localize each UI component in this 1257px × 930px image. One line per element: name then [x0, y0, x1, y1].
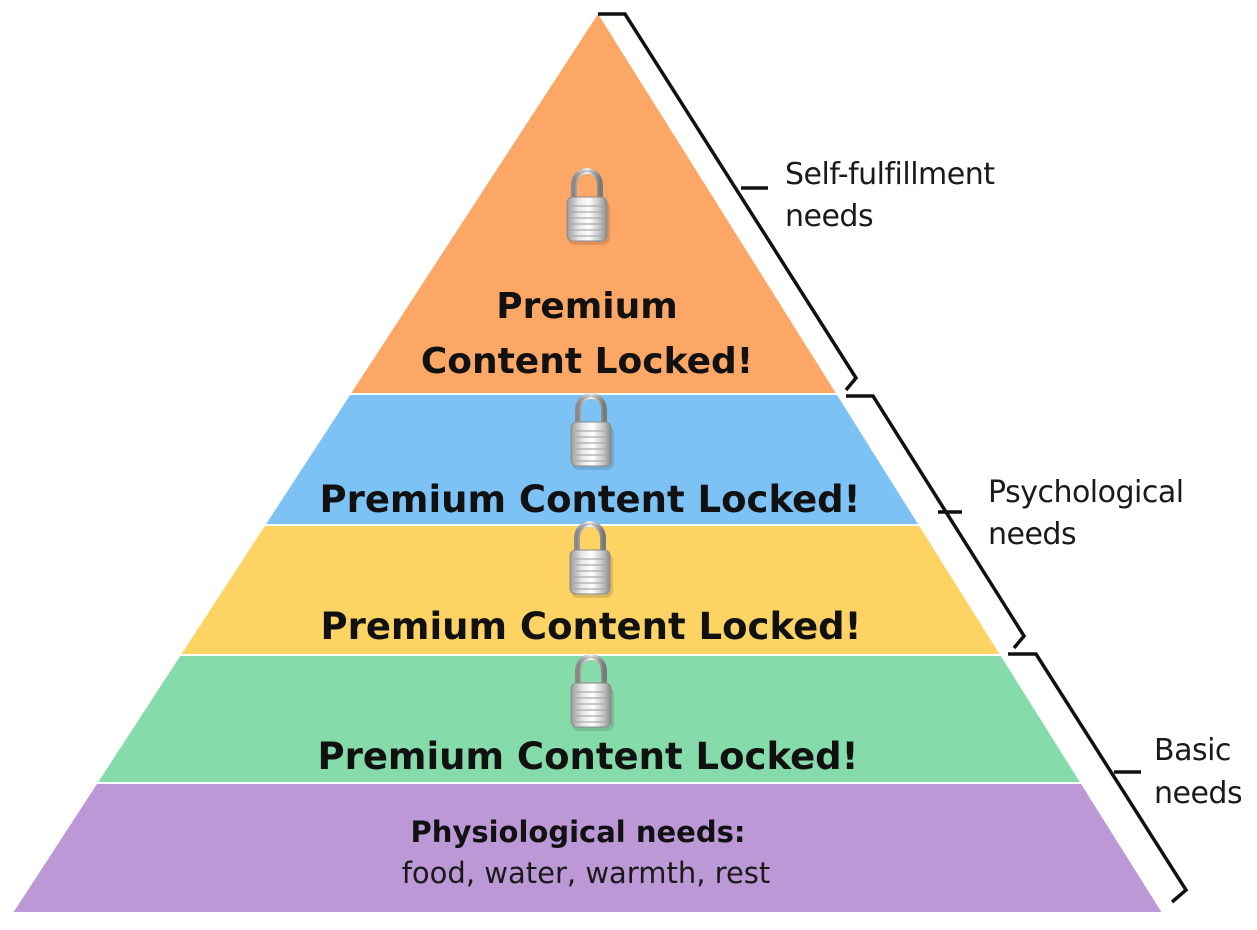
layer-physiological — [13, 784, 1162, 912]
bracket-psychological — [846, 394, 1027, 650]
bracket-self-fulfillment — [598, 12, 859, 392]
bracket-label-basic-line1: Basic — [1154, 733, 1231, 768]
bracket-label-psychological-line1: Psychological — [988, 475, 1184, 510]
bracket-label-self-fulfillment-line2: needs — [785, 199, 873, 234]
layer-basic-1-text: Premium Content Locked! — [317, 735, 858, 778]
layer-physiological-subtitle: food, water, warmth, rest — [402, 856, 771, 890]
layer-psychological-1-text: Premium Content Locked! — [319, 478, 860, 521]
bracket-label-self-fulfillment-line1: Self-fulfillment — [785, 157, 995, 192]
bracket-basic — [1008, 652, 1189, 904]
layer-self-fulfillment-line1: Premium — [496, 286, 678, 327]
layer-self-fulfillment-line2: Content Locked! — [421, 341, 753, 382]
bracket-label-psychological-line2: needs — [988, 517, 1076, 552]
layer-physiological-title: Physiological needs: — [411, 815, 746, 849]
bracket-label-basic-line2: needs — [1154, 776, 1242, 811]
layer-psychological-2-text: Premium Content Locked! — [320, 605, 861, 648]
